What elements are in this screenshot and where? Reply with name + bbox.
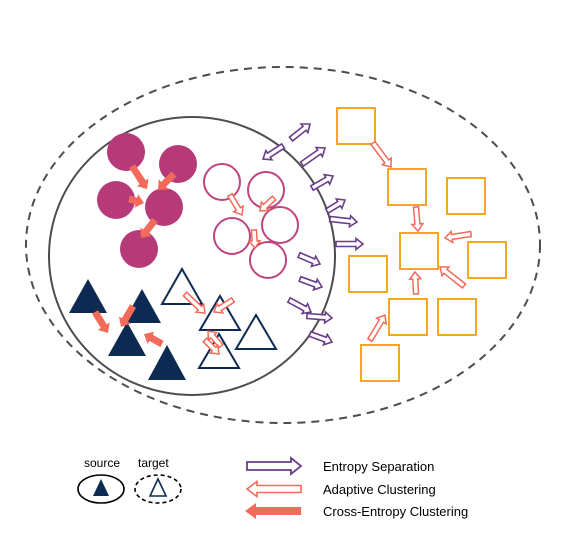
target-square	[467, 241, 507, 279]
legend-adaptive-clustering-label: Adaptive Clustering	[323, 482, 436, 497]
legend-cross-entropy-clustering-label: Cross-Entropy Clustering	[323, 504, 469, 519]
adaptive-clustering-arrow	[408, 270, 423, 295]
target-circle	[213, 217, 251, 255]
entropy-separation-arrows	[261, 123, 365, 347]
source-circle	[97, 181, 135, 219]
legend-entropy-separation-label: Entropy Separation	[323, 459, 435, 474]
legend-source-label: source	[84, 456, 121, 470]
source-circle	[107, 133, 145, 171]
cross-entropy-arrow	[128, 194, 144, 208]
source-circle	[120, 230, 158, 268]
cross-entropy-arrows	[92, 164, 177, 348]
legend-target-ellipse	[134, 474, 182, 504]
adaptive-clustering-arrow	[369, 140, 392, 168]
target-square	[437, 298, 477, 336]
target-squares	[336, 107, 507, 382]
target-triangle	[197, 332, 241, 369]
entropy-separation-arrow	[261, 142, 286, 161]
source-circles	[97, 133, 197, 268]
adaptive-clustering-arrow	[182, 291, 206, 314]
legend-adaptive-clustering-arrow	[245, 479, 302, 499]
entropy-separation-arrow	[309, 173, 335, 192]
outer-dashed-ellipse	[25, 66, 541, 424]
adaptive-clustering-arrow	[439, 266, 467, 290]
entropy-separation-arrow	[324, 198, 347, 215]
target-triangle	[160, 266, 204, 305]
target-square	[399, 232, 439, 270]
entropy-separation-arrow	[305, 310, 334, 325]
adaptive-clustering-arrow	[259, 195, 277, 212]
legend-cross-entropy-clustering-arrow	[245, 503, 301, 519]
entropy-separation-arrow	[335, 236, 365, 252]
source-triangle	[123, 289, 161, 323]
target-circles	[203, 163, 299, 279]
source-triangle	[69, 279, 107, 313]
entropy-separation-arrow	[296, 251, 322, 268]
target-square	[388, 298, 428, 336]
inner-solid-ellipse	[48, 116, 336, 396]
target-circle	[261, 206, 299, 244]
target-circle	[249, 241, 287, 279]
legend-entropy-separation-arrow	[246, 456, 303, 476]
target-square	[387, 168, 427, 206]
legend	[77, 456, 303, 519]
adaptive-clustering-arrow	[366, 313, 388, 343]
entropy-separation-arrow	[328, 214, 359, 229]
cross-entropy-arrow	[92, 310, 110, 333]
adaptive-clustering-arrow	[202, 337, 220, 355]
entropy-separation-arrow	[299, 146, 327, 168]
legend-target-label: target	[138, 456, 169, 470]
adaptive-clustering-arrows	[182, 140, 473, 355]
adaptive-clustering-arrow	[212, 296, 236, 314]
target-square	[336, 107, 376, 145]
adaptive-clustering-arrow	[247, 229, 262, 250]
target-triangle	[198, 294, 242, 331]
cross-entropy-arrow	[158, 171, 177, 190]
cross-entropy-arrow	[140, 217, 158, 238]
entropy-separation-arrow	[308, 330, 334, 347]
legend-target-triangle-icon	[148, 477, 168, 497]
target-square	[348, 255, 388, 293]
adaptive-clustering-arrow	[443, 229, 473, 244]
legend-source-triangle-icon	[93, 479, 109, 496]
adaptive-clustering-arrow	[410, 205, 425, 233]
target-square	[360, 344, 400, 382]
target-square	[446, 177, 486, 215]
legend-source-ellipse	[77, 474, 125, 504]
target-triangles	[160, 266, 278, 369]
target-triangle	[234, 313, 278, 350]
entropy-separation-arrow	[298, 275, 324, 292]
entropy-separation-arrow	[286, 296, 313, 315]
source-circle	[145, 188, 183, 226]
source-circle	[159, 145, 197, 183]
adaptive-clustering-arrow	[226, 192, 245, 217]
cross-entropy-arrow	[129, 164, 149, 189]
source-triangle	[108, 322, 146, 356]
cross-entropy-arrow	[144, 331, 164, 348]
source-triangles	[69, 279, 186, 380]
cross-entropy-arrow	[118, 304, 136, 327]
target-circle	[203, 163, 241, 201]
entropy-separation-arrow	[288, 123, 312, 143]
source-triangle	[148, 345, 186, 380]
